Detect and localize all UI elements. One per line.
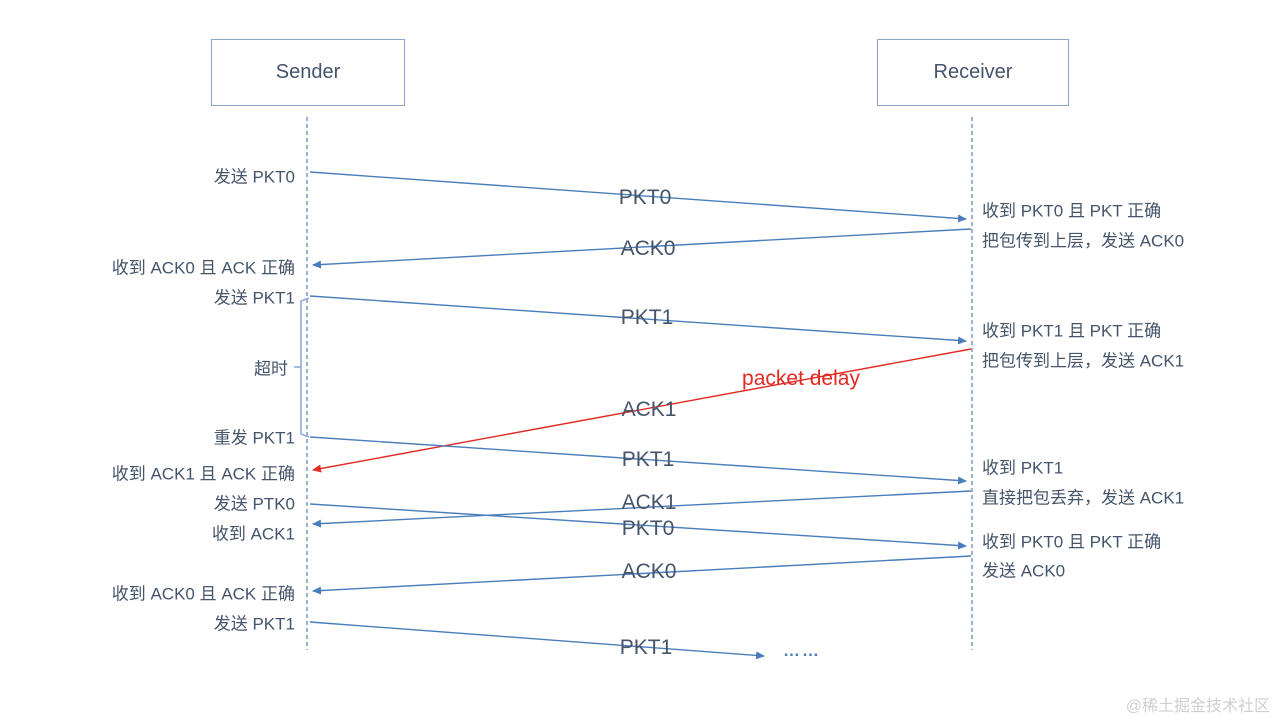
receiver-label: Receiver	[933, 61, 1013, 83]
receiver-note: 把包传到上层，发送 ACK0	[982, 231, 1185, 251]
sender-label: Sender	[275, 61, 341, 83]
message-arrow-ack1	[312, 348, 972, 473]
message-arrow-pkt1	[309, 436, 967, 485]
sender-note: 收到 ACK1 且 ACK 正确	[111, 464, 295, 484]
lifelines	[306, 117, 973, 650]
message-label: PKT1	[621, 448, 675, 471]
message-arrow-pkt0	[309, 171, 967, 223]
receiver-note: 发送 ACK0	[982, 561, 1066, 581]
message-label: PKT1	[620, 306, 674, 329]
message-arrow-pkt1	[309, 295, 967, 345]
message-label: ACK1	[621, 398, 677, 421]
watermark: @稀土掘金技术社区	[1125, 698, 1270, 715]
message-arrow-ack0	[312, 555, 972, 595]
message-label: PKT1	[619, 636, 673, 659]
receiver-box: Receiver	[877, 39, 1069, 106]
message-label: ACK0	[621, 560, 677, 583]
sender-note: 重发 PKT1	[213, 428, 295, 448]
receiver-note: 收到 PKT0 且 PKT 正确	[982, 201, 1162, 221]
message-arrow-ack0	[312, 228, 972, 269]
receiver-note: 收到 PKT1 且 PKT 正确	[982, 321, 1162, 341]
message-label: PKT0	[618, 186, 672, 209]
packet-delay-annotation: packet delay	[742, 367, 860, 390]
sender-note: 收到 ACK0 且 ACK 正确	[111, 258, 295, 278]
message-label: ACK0	[620, 237, 676, 260]
message-arrow-ack1	[312, 490, 972, 528]
sender-note: 发送 PTK0	[213, 494, 295, 514]
receiver-note: 把包传到上层，发送 ACK1	[982, 351, 1185, 371]
receiver-note: 收到 PKT0 且 PKT 正确	[982, 532, 1162, 552]
sender-note: 发送 PKT1	[213, 614, 295, 634]
sender-note: 超时	[254, 359, 288, 379]
sender-note: 发送 PKT1	[213, 288, 295, 308]
receiver-note: 直接把包丢弃，发送 ACK1	[982, 488, 1185, 508]
message-label: ACK1	[621, 491, 677, 514]
continuation-ellipsis: ……	[783, 641, 821, 660]
timeout-bracket	[294, 297, 310, 438]
message-arrow-pkt0	[309, 503, 967, 550]
sender-box: Sender	[211, 39, 405, 106]
message-label: PKT0	[621, 517, 675, 540]
sender-note: 发送 PKT0	[213, 167, 295, 187]
sender-note: 收到 ACK1	[211, 524, 295, 544]
receiver-note: 收到 PKT1	[982, 458, 1064, 478]
message-arrows	[309, 171, 972, 660]
message-arrow-pkt1	[309, 621, 765, 660]
sender-note: 收到 ACK0 且 ACK 正确	[111, 584, 295, 604]
